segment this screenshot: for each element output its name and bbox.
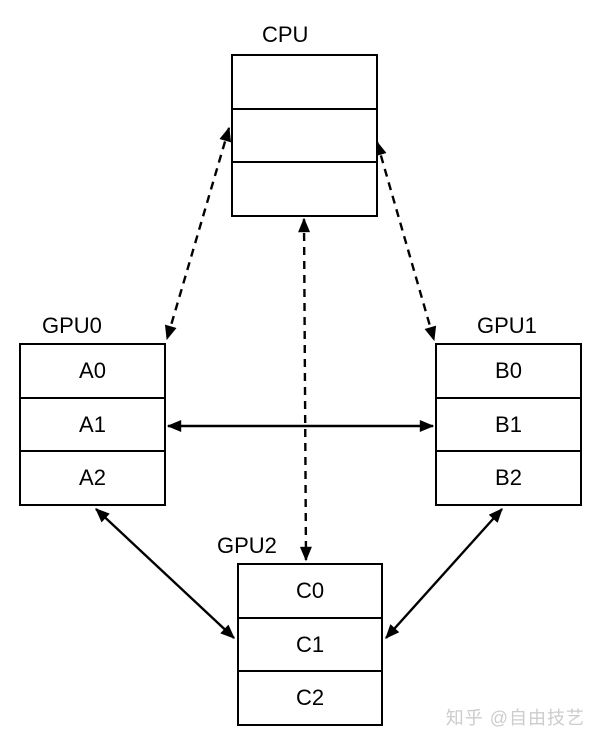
gpu2-row-c1: C1 — [239, 616, 381, 671]
gpu2-row-c2: C2 — [239, 670, 381, 724]
gpu1-node-label: GPU1 — [477, 313, 537, 338]
cpu-node-box — [231, 54, 378, 217]
gpu2-node-label: GPU2 — [217, 533, 277, 558]
gpu1-row-b1: B1 — [437, 396, 580, 451]
edge-cpu-gpu0-dashed-arrow — [164, 126, 232, 341]
cpu-row-1 — [233, 107, 376, 162]
gpu1-node-box: B0 B1 B2 — [435, 343, 582, 506]
gpu0-row-a1: A1 — [21, 396, 164, 451]
cpu-node-label: CPU — [262, 22, 309, 47]
gpu2-node-box: C0 C1 C2 — [237, 563, 383, 726]
gpu0-row-a0: A0 — [79, 357, 106, 383]
gpu1-row-b0: B0 — [495, 357, 522, 383]
gpu0-row-a2: A2 — [21, 450, 164, 504]
cpu-row-2 — [233, 161, 376, 215]
gpu0-node-label: GPU0 — [42, 313, 102, 338]
edge-gpu1-gpu2-solid-arrow — [385, 508, 503, 639]
gpu0-node-box: A0 A1 A2 — [19, 343, 166, 506]
edge-cpu-gpu2-dashed-arrow — [298, 217, 312, 562]
gpu2-row-c0: C0 — [295, 577, 325, 603]
gpu1-row-b2: B2 — [437, 450, 580, 504]
edge-gpu0-gpu2-solid-arrow — [95, 508, 235, 639]
zhihu-watermark: 知乎 @自由技艺 — [445, 708, 585, 728]
cpu-row-0 — [233, 56, 376, 108]
edge-cpu-gpu1-dashed-arrow — [374, 140, 437, 342]
